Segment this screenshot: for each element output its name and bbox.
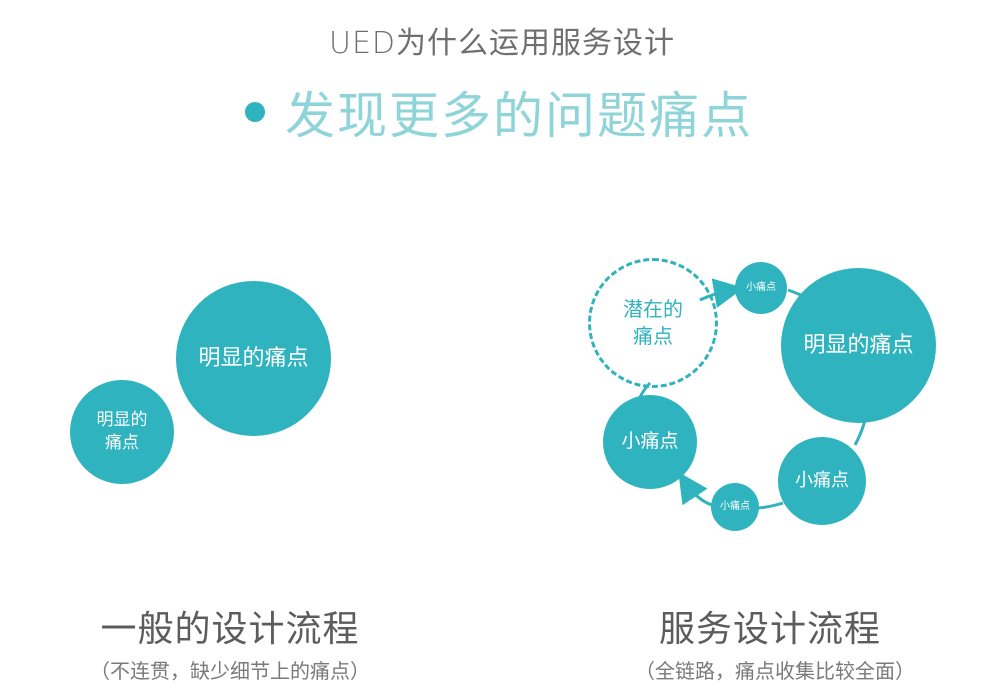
small-pain-right-circle: 小痛点 xyxy=(778,437,866,525)
right-subcaption: （全链路，痛点收集比较全面） xyxy=(635,659,915,683)
connector-big-to-small-right xyxy=(853,419,867,446)
small-pain-left-label: 小痛点 xyxy=(621,430,679,453)
left-caption: 一般的设计流程 xyxy=(100,609,360,650)
tiny-pain-top-circle: 小痛点 xyxy=(735,262,787,314)
left-small-pain-circle: 明显的 痛点 xyxy=(70,380,174,484)
right-caption: 服务设计流程 xyxy=(658,609,881,650)
tiny-pain-bottom-circle: 小痛点 xyxy=(711,483,759,531)
potential-pain-label-2: 痛点 xyxy=(633,324,673,348)
connector-small-right-to-tiny-bottom xyxy=(757,501,784,510)
left-big-pain-circle: 明显的痛点 xyxy=(176,281,331,436)
headline-text: 发现更多的问题痛点 xyxy=(285,87,753,145)
small-pain-right-label: 小痛点 xyxy=(795,469,849,491)
potential-pain-circle: 潜在的 痛点 xyxy=(588,258,718,388)
left-subcaption: （不连贯，缺少细节上的痛点） xyxy=(90,659,370,683)
bullet-dot xyxy=(245,102,265,122)
tiny-pain-bottom-label: 小痛点 xyxy=(720,501,750,513)
left-big-pain-label: 明显的痛点 xyxy=(198,345,309,371)
right-big-pain-circle: 明显的痛点 xyxy=(781,268,936,423)
headline: 发现更多的问题痛点 xyxy=(245,76,753,148)
small-pain-left-circle: 小痛点 xyxy=(603,395,697,489)
page-title: UED为什么运用服务设计 xyxy=(328,26,675,61)
left-small-pain-label-2: 痛点 xyxy=(105,433,139,453)
right-big-pain-label: 明显的痛点 xyxy=(803,332,914,358)
potential-pain-label-1: 潜在的 xyxy=(623,297,683,321)
tiny-pain-top-label: 小痛点 xyxy=(746,282,776,294)
connector-tiny-bottom-to-small-left xyxy=(678,472,713,507)
left-small-pain-label-1: 明显的 xyxy=(96,410,148,431)
